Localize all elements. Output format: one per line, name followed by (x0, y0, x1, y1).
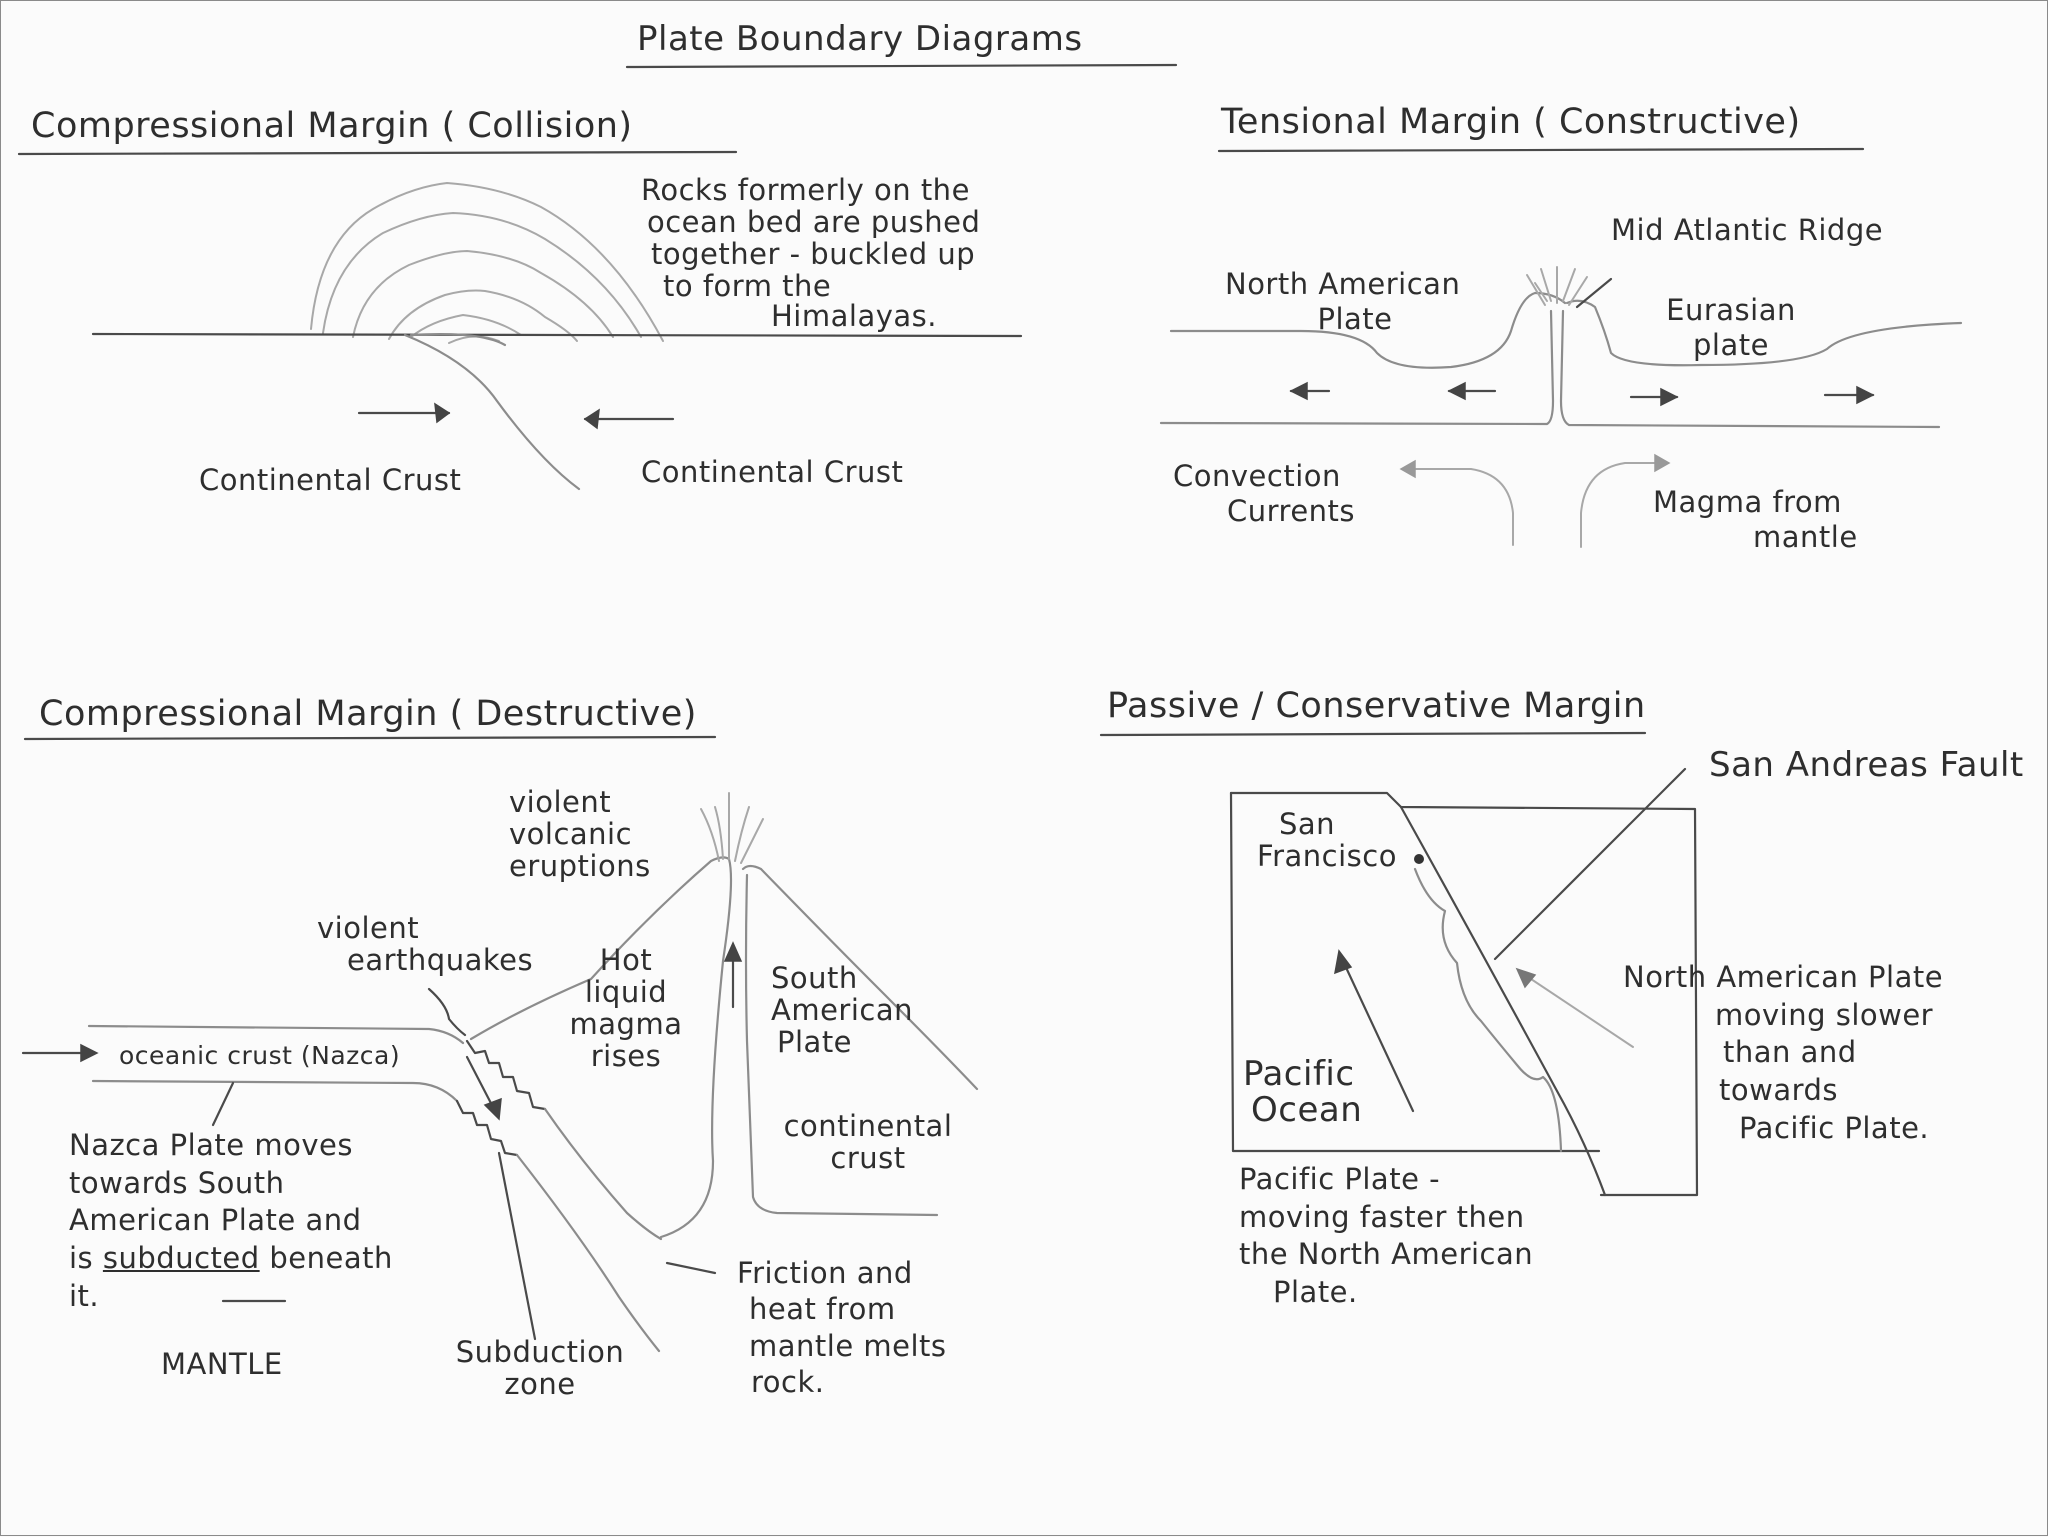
rocks-note-line: Himalayas. (771, 299, 937, 333)
label-line: it. (69, 1278, 100, 1313)
magma-from-mantle-label: Magma from mantle (1653, 485, 1858, 555)
south-american-plate-label: South American Plate (771, 961, 914, 1059)
label-line: Ocean (1251, 1089, 1363, 1130)
constructive-heading: Tensional Margin ( Constructive) (1221, 102, 1801, 142)
label-line: volcanic (509, 816, 633, 851)
label-line: Plate (1317, 301, 1393, 336)
label-line: the North American (1239, 1237, 1534, 1272)
label-line: Pacific (1243, 1054, 1355, 1094)
san-francisco-label: San Francisco (1257, 807, 1397, 873)
mid-atlantic-ridge-label: Mid Atlantic Ridge (1611, 213, 1884, 247)
san-andreas-fault-label: San Andreas Fault (1709, 745, 2024, 785)
label-line: Nazca Plate moves (69, 1128, 353, 1162)
label-line: rock. (751, 1364, 825, 1399)
right-continental-crust-label: Continental Crust (641, 455, 904, 489)
label-line: Pacific Plate. (1739, 1110, 1930, 1145)
oceanic-crust-label: oceanic crust (Nazca) (119, 1041, 401, 1070)
rocks-note-line: to form the (663, 269, 832, 303)
subduction-zone-label: Subduction zone (447, 1335, 633, 1401)
label-line: moving slower (1715, 997, 1934, 1032)
label-line: San (1279, 807, 1336, 841)
convection-currents-label: Convection Currents (1173, 459, 1355, 529)
rocks-note-line: Rocks formerly on the (641, 173, 970, 207)
label-line: North American Plate (1623, 960, 1944, 994)
collision-diagram (91, 182, 1023, 491)
label-line: Plate. (1273, 1275, 1358, 1310)
label-line: liquid (584, 974, 668, 1009)
text-fragment: is (69, 1241, 94, 1276)
label-line: Pacific Plate - (1239, 1162, 1441, 1196)
text-fragment: beneath (269, 1241, 393, 1276)
mantle-label: MANTLE (161, 1347, 283, 1381)
label-line: earthquakes (347, 942, 534, 977)
constructive-diagram (1159, 266, 1963, 548)
conservative-heading: Passive / Conservative Margin (1107, 686, 1646, 726)
label-line: towards (1719, 1073, 1839, 1108)
label-line: than and (1723, 1035, 1857, 1070)
page-title: Plate Boundary Diagrams (637, 19, 1083, 59)
north-american-plate-note: North American Plate moving slower than … (1623, 959, 1943, 1147)
collision-heading: Compressional Margin ( Collision) (31, 106, 633, 146)
nazca-note: Nazca Plate moves towards South American… (69, 1127, 393, 1315)
destructive-heading: Compressional Margin ( Destructive) (39, 694, 697, 734)
eruptions-label: violent volcanic eruptions (509, 785, 651, 883)
label-line: violent (509, 785, 612, 819)
label-line: Eurasian (1666, 293, 1796, 327)
label-line: Currents (1227, 493, 1356, 528)
label-line: Plate (777, 1024, 853, 1059)
label-line: South (771, 961, 858, 995)
north-american-plate-label: North American Plate (1225, 267, 1461, 337)
pacific-ocean-label: Pacific Ocean (1243, 1054, 1363, 1130)
label-line: Francisco (1257, 838, 1397, 873)
label-line: continental (783, 1109, 953, 1143)
label-line: American Plate and (69, 1203, 362, 1238)
label-line: Subduction (455, 1335, 625, 1369)
subducted-word: subducted (102, 1241, 260, 1276)
rocks-note-line: ocean bed are pushed (647, 205, 981, 239)
label-line: violent (317, 911, 420, 945)
label-line: plate (1693, 327, 1769, 362)
label-line: eruptions (509, 848, 651, 883)
label-line: zone (504, 1366, 576, 1401)
label-line: mantle (1753, 519, 1858, 554)
earthquakes-label: violent earthquakes (317, 911, 534, 977)
label-line: mantle melts (749, 1328, 947, 1363)
destructive-diagram (21, 792, 979, 1353)
label-line: crust (830, 1140, 906, 1175)
label-line: Friction and (737, 1256, 913, 1290)
label-line: North American (1225, 267, 1461, 301)
rocks-note-line: together - buckled up (651, 237, 976, 271)
friction-label: Friction and heat from mantle melts rock… (737, 1255, 947, 1400)
pacific-plate-note: Pacific Plate - moving faster then the N… (1239, 1161, 1533, 1312)
label-line: magma (569, 1006, 683, 1041)
eurasian-plate-label: Eurasian plate (1641, 293, 1821, 363)
heading-underlines (17, 63, 1865, 741)
label-line: American (771, 992, 914, 1027)
label-line: is subducted beneath (69, 1240, 393, 1278)
label-line: Convection (1173, 459, 1341, 493)
label-line: heat from (749, 1292, 896, 1327)
continental-crust-label: continental crust (763, 1109, 973, 1175)
label-line: Magma from (1653, 485, 1842, 519)
label-line: towards South (69, 1165, 285, 1200)
left-continental-crust-label: Continental Crust (199, 463, 462, 497)
hot-magma-label: Hot liquid magma rises (563, 943, 689, 1073)
conservative-diagram (1229, 767, 1699, 1197)
label-line: rises (590, 1038, 662, 1073)
label-line: moving faster then (1239, 1199, 1525, 1234)
label-line: Hot (599, 943, 653, 977)
